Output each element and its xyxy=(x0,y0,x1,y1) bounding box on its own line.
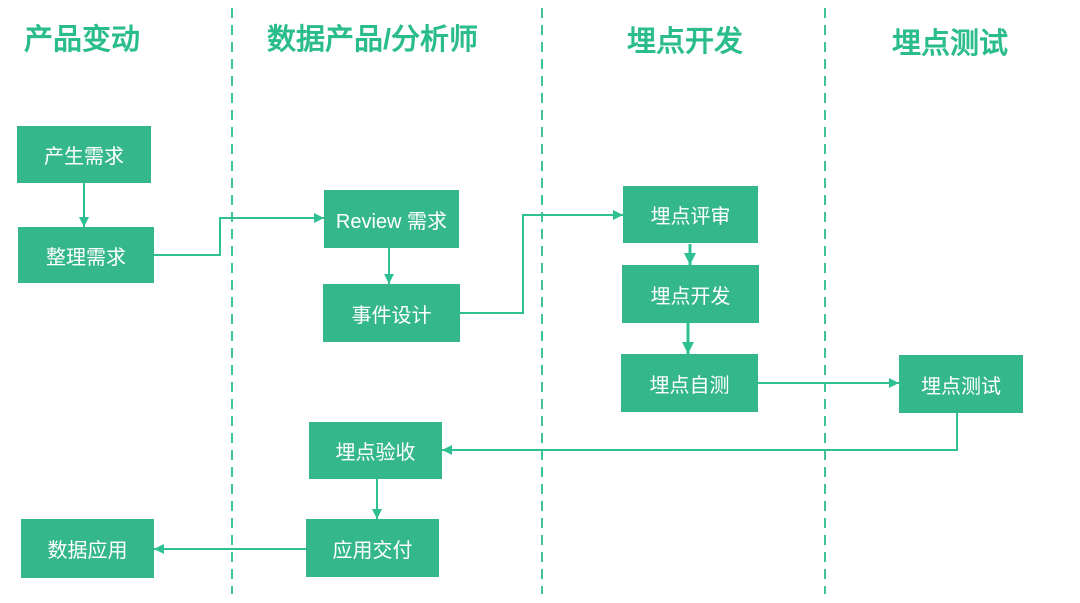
flow-node-application-delivery: 应用交付 xyxy=(306,519,439,577)
flow-node-organize-requirement: 整理需求 xyxy=(18,227,154,283)
lane-header-data-analyst: 数据产品/分析师 xyxy=(267,24,479,56)
flow-node-tracking-develop: 埋点开发 xyxy=(622,265,759,323)
lane-header-tracking-test: 埋点测试 xyxy=(892,28,1009,60)
flow-node-review-requirement: Review 需求 xyxy=(324,190,459,248)
flow-node-event-design: 事件设计 xyxy=(323,284,460,342)
flow-node-produce-requirement: 产生需求 xyxy=(17,126,151,183)
lane-header-tracking-develop: 埋点开发 xyxy=(627,26,744,58)
lane-header-product-change: 产品变动 xyxy=(24,24,141,56)
flow-node-tracking-selftest: 埋点自测 xyxy=(621,354,758,412)
edge-eventdesign-to-trackingreview xyxy=(460,210,623,314)
flow-node-tracking-review: 埋点评审 xyxy=(623,186,758,243)
edge-organize-to-review xyxy=(154,213,324,256)
flow-node-data-application: 数据应用 xyxy=(21,519,154,578)
flow-node-tracking-test: 埋点测试 xyxy=(899,355,1023,413)
flow-node-tracking-acceptance: 埋点验收 xyxy=(309,422,442,479)
edge-trackingtest-to-acceptance xyxy=(442,413,958,455)
